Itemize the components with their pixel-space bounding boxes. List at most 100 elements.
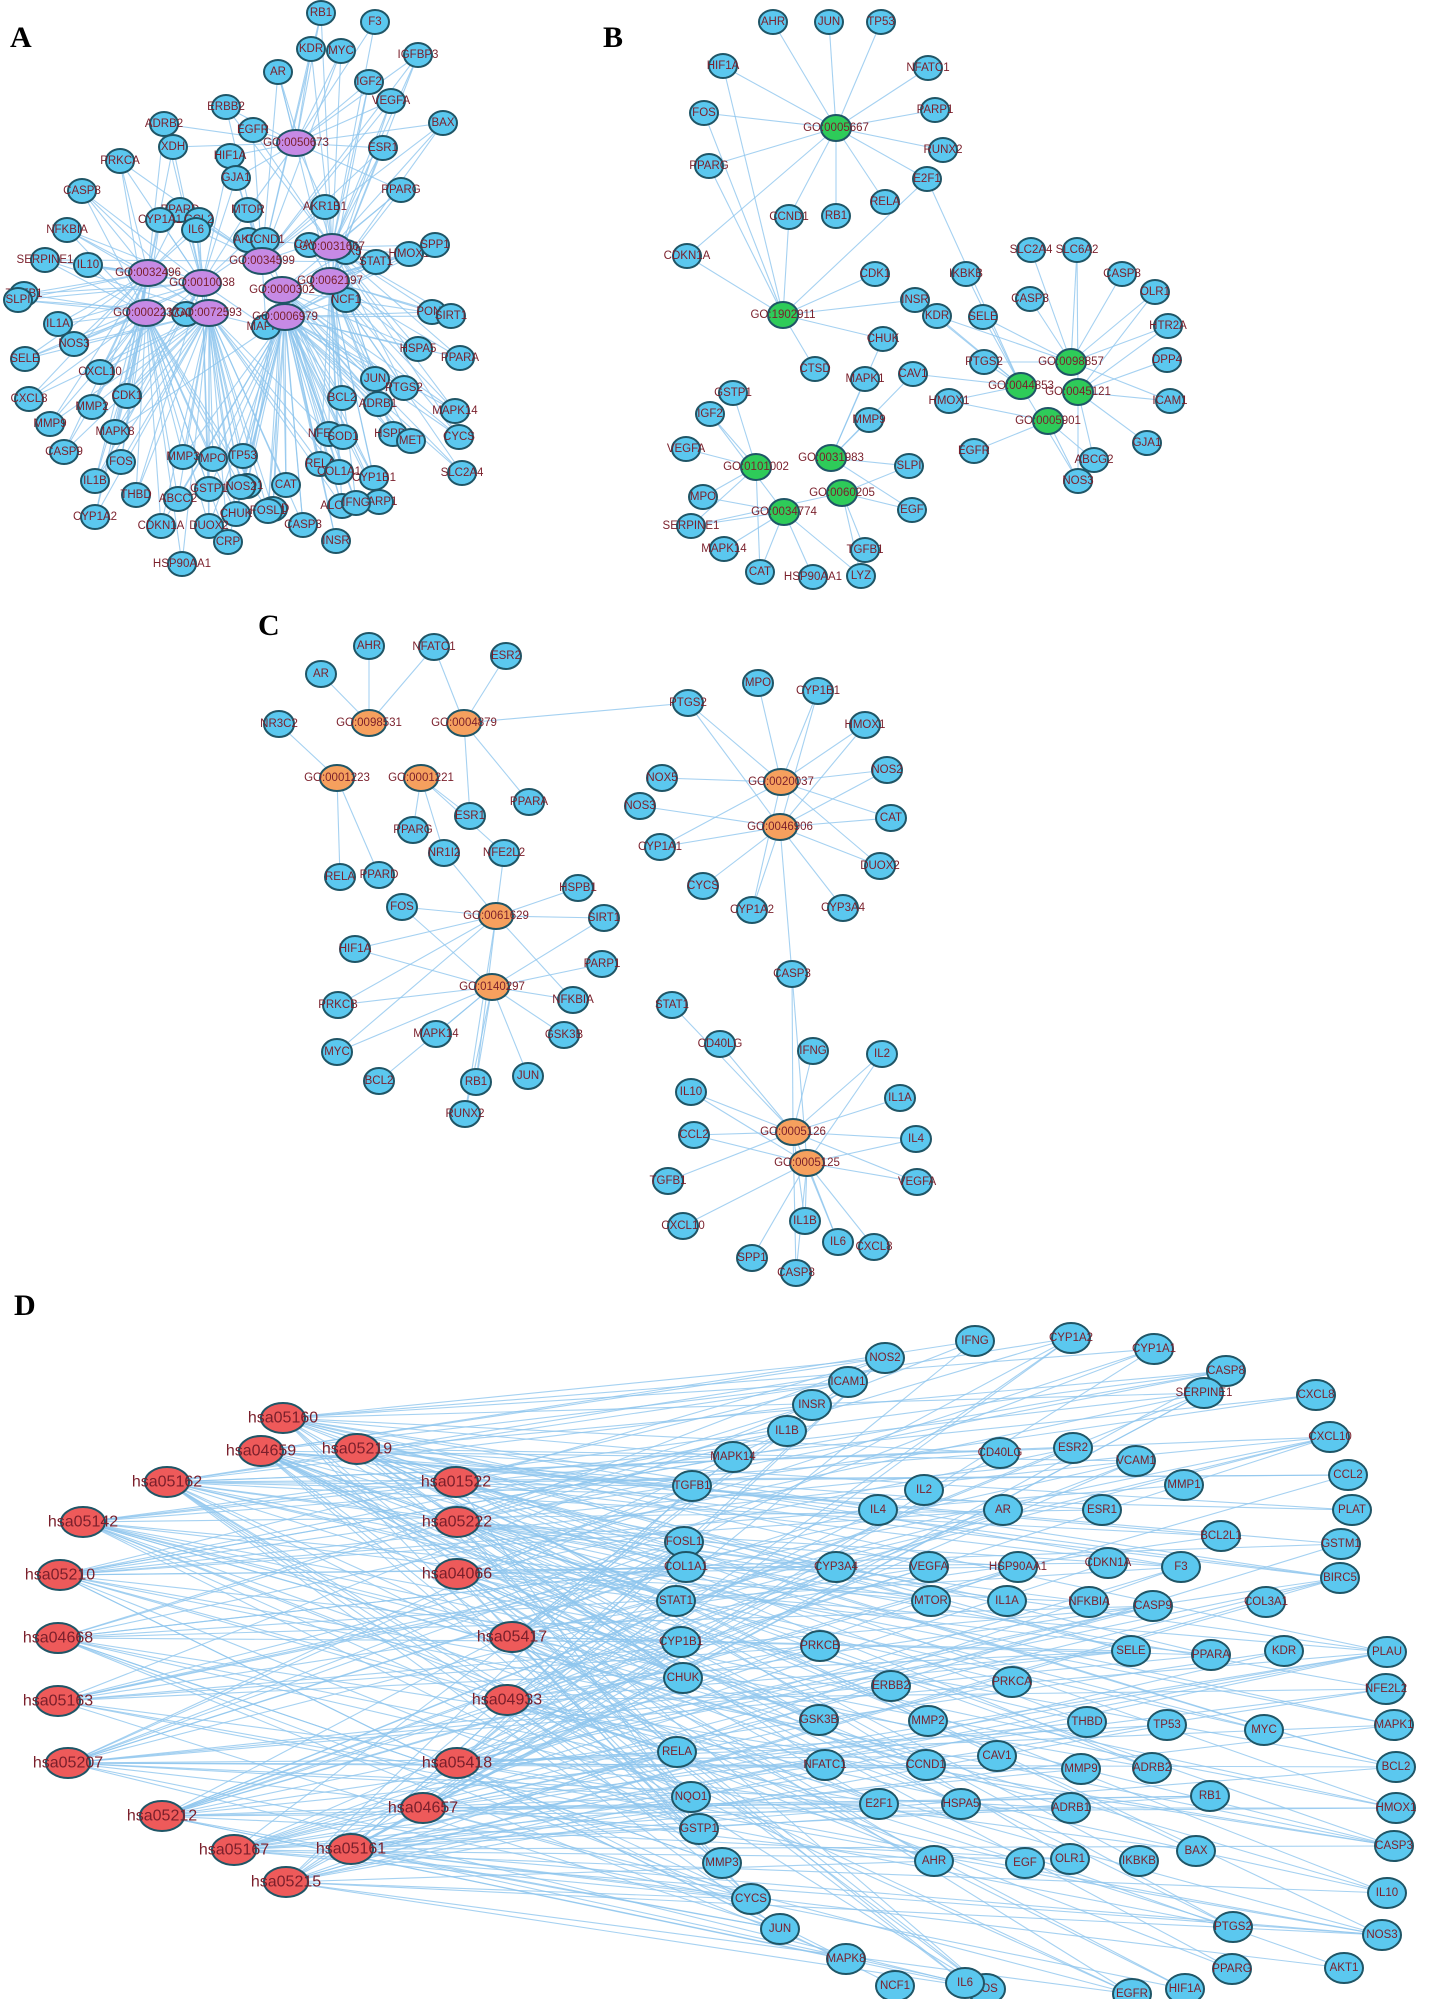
gene-node-d-mtor-ellipse bbox=[911, 1585, 951, 1617]
gene-node-d-cycs: CYCS bbox=[731, 1883, 771, 1915]
network-edge bbox=[260, 1450, 682, 1643]
gene-node-c-jun: JUN bbox=[512, 1062, 544, 1090]
network-edge bbox=[463, 722, 530, 803]
pathway-node-hsa05418: hsa05418 bbox=[422, 1747, 492, 1779]
term-node-go-0005126-ellipse bbox=[775, 1118, 811, 1146]
term-node-go-0046906: GO:0046906 bbox=[747, 813, 813, 841]
gene-node-a-gja1: GJA1 bbox=[221, 165, 251, 191]
gene-node-c-runx2-ellipse bbox=[449, 1100, 481, 1128]
gene-node-a-jun-label: JUN bbox=[364, 373, 386, 385]
gene-node-c-duox2-label: DUOX2 bbox=[860, 860, 900, 872]
gene-node-a-ccnd1: CCND1 bbox=[245, 227, 285, 253]
term-node-go-0006979-label: GO:0006979 bbox=[252, 311, 318, 323]
term-node-go-0005901-label: GO:0005901 bbox=[1015, 415, 1081, 427]
gene-node-d-mmp9-ellipse bbox=[1061, 1753, 1101, 1785]
gene-node-a-spp1: SPP1 bbox=[420, 232, 450, 258]
gene-node-b-rela-ellipse bbox=[870, 189, 900, 215]
term-node-go-0034599-ellipse bbox=[242, 247, 282, 275]
gene-node-a-hsp90aa1: HSP90AA1 bbox=[153, 551, 211, 577]
gene-node-c-mpo-ellipse bbox=[742, 669, 774, 697]
gene-node-d-akt1-label: AKT1 bbox=[1330, 1962, 1359, 1974]
network-edge bbox=[331, 100, 392, 248]
gene-node-d-adrb1: ADRB1 bbox=[1051, 1792, 1091, 1824]
gene-node-d-il4: IL4 bbox=[858, 1494, 898, 1526]
gene-node-b-fos-ellipse bbox=[689, 100, 719, 126]
gene-node-d-adrb2: ADRB2 bbox=[1132, 1752, 1172, 1784]
network-edge bbox=[161, 1474, 1349, 1817]
gene-node-a-mtor-label: MTOR bbox=[231, 204, 265, 216]
network-edge bbox=[67, 1485, 693, 1764]
gene-node-c-nfatc1-ellipse bbox=[418, 633, 450, 661]
gene-node-a-mapk14: MAPK14 bbox=[432, 398, 478, 424]
gene-node-a-serpine1: SERPINE1 bbox=[17, 247, 73, 273]
network-edge bbox=[788, 127, 837, 218]
gene-node-c-parp1-ellipse bbox=[586, 950, 618, 978]
network-edge bbox=[782, 178, 928, 316]
gene-node-a-myc-ellipse bbox=[326, 38, 356, 64]
network-edge bbox=[965, 273, 1022, 387]
term-node-go-0005125-ellipse bbox=[789, 1149, 825, 1177]
gene-node-a-igfbp3: IGFBP3 bbox=[398, 42, 438, 68]
gene-node-c-ppara-ellipse bbox=[513, 788, 545, 816]
gene-node-a-casp9-label: CASP9 bbox=[45, 446, 83, 458]
gene-node-d-tp53-label: TP53 bbox=[1153, 1719, 1181, 1731]
gene-node-b-hmox1-label: HMOX1 bbox=[929, 395, 970, 407]
gene-node-a-ccnd1-label: CCND1 bbox=[245, 234, 285, 246]
gene-node-b-ccnd1-label: CCND1 bbox=[769, 211, 809, 223]
gene-node-a-igf2-label: IGF2 bbox=[356, 76, 382, 88]
gene-node-a-nos3: NOS3 bbox=[58, 331, 90, 357]
gene-node-b-lyz: LYZ bbox=[846, 563, 876, 589]
gene-node-a-egfr: EGFR bbox=[237, 117, 269, 143]
gene-node-a-duox2-label: DUOX2 bbox=[189, 520, 229, 532]
gene-node-a-thbd-ellipse bbox=[121, 482, 151, 508]
gene-node-d-ccl2-ellipse bbox=[1328, 1459, 1368, 1491]
network-edge bbox=[295, 21, 376, 144]
pathway-node-hsa01522-ellipse bbox=[433, 1466, 479, 1498]
gene-node-c-il6: IL6 bbox=[822, 1228, 854, 1256]
network-edge bbox=[948, 400, 1049, 422]
gene-node-a-xdh: XDH bbox=[158, 134, 188, 160]
gene-node-d-il10-ellipse bbox=[1367, 1877, 1407, 1909]
network-edge bbox=[67, 1436, 1331, 1764]
network-edge bbox=[456, 1521, 1182, 1568]
gene-node-d-hmox1: HMOX1 bbox=[1376, 1792, 1416, 1824]
network-edge bbox=[456, 1357, 886, 1523]
network-edge bbox=[181, 312, 210, 565]
gene-node-d-tgfb1-label: TGFB1 bbox=[673, 1480, 710, 1492]
term-node-go-0020037: GO:0020037 bbox=[748, 768, 814, 796]
network-edge bbox=[780, 781, 881, 867]
network-edge bbox=[751, 1162, 808, 1259]
gene-node-c-runx2-label: RUNX2 bbox=[446, 1108, 485, 1120]
pathway-node-hsa04066-ellipse bbox=[434, 1558, 480, 1590]
network-edge bbox=[59, 1574, 678, 1753]
network-edge bbox=[233, 1764, 826, 1851]
gene-node-b-dpp4-label: DPP4 bbox=[1152, 354, 1183, 366]
term-node-go-0034599: GO:0034599 bbox=[229, 247, 295, 275]
network-edge bbox=[336, 986, 493, 1053]
gene-node-d-col1a1: COL1A1 bbox=[664, 1551, 708, 1583]
network-edge bbox=[350, 1543, 1342, 1850]
gene-node-d-chuk: CHUK bbox=[663, 1662, 703, 1694]
gene-node-d-insr: INSR bbox=[792, 1389, 832, 1421]
gene-node-d-ncf1-label: NCF1 bbox=[880, 1980, 910, 1992]
network-edge bbox=[455, 1481, 685, 1543]
network-edge bbox=[806, 1162, 875, 1248]
network-edge bbox=[331, 246, 456, 412]
network-edge bbox=[639, 805, 781, 828]
gene-node-c-il1b-label: IL1B bbox=[793, 1215, 817, 1227]
gene-node-c-pparg-label: PPARG bbox=[393, 824, 432, 836]
pathway-node-hsa05222-label: hsa05222 bbox=[422, 1514, 492, 1531]
network-edge bbox=[456, 1573, 684, 1679]
gene-node-d-cav1: CAV1 bbox=[977, 1740, 1017, 1772]
gene-node-d-cdkn1a: CDKN1A bbox=[1085, 1547, 1132, 1579]
gene-node-d-gstp1-label: GSTP1 bbox=[680, 1823, 718, 1835]
gene-node-d-nos3: NOS3 bbox=[1362, 1919, 1402, 1951]
pathway-node-hsa05222: hsa05222 bbox=[422, 1506, 492, 1538]
gene-node-a-sele-label: SELE bbox=[10, 353, 40, 365]
gene-node-b-ptgs2-ellipse bbox=[969, 349, 999, 375]
gene-node-c-ptgs2-label: PTGS2 bbox=[669, 697, 707, 709]
gene-node-d-myc-label: MYC bbox=[1251, 1724, 1277, 1736]
gene-node-a-serpine1-ellipse bbox=[30, 247, 60, 273]
gene-node-d-mmp9-label: MMP9 bbox=[1064, 1763, 1097, 1775]
gene-node-b-parp1-label: PARP1 bbox=[917, 104, 954, 116]
